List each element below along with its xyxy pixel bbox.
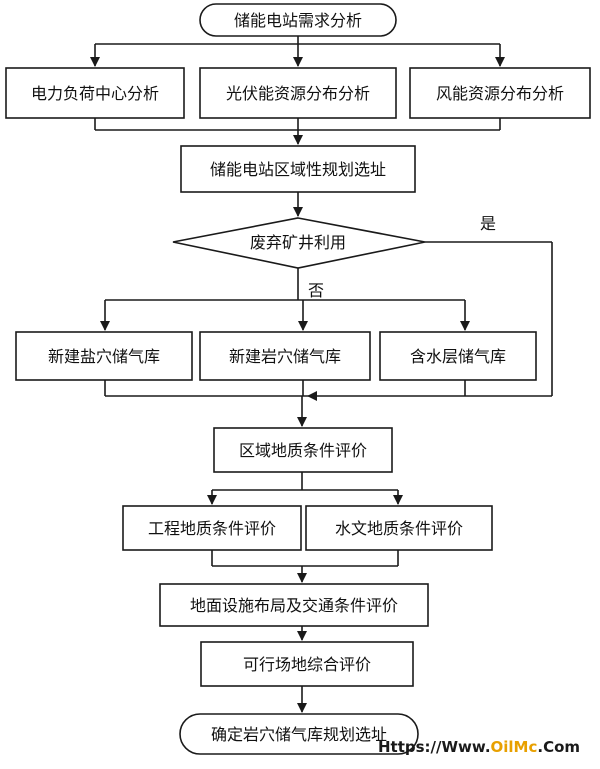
node-rock-cavern-label: 新建岩穴储气库 [229,347,341,366]
node-decision-mine: 废弃矿井利用 [172,217,426,269]
label-no: 否 [308,281,324,300]
node-load-analysis: 电力负荷中心分析 [5,67,185,119]
node-end-label: 确定岩穴储气库规划选址 [211,725,387,744]
node-site-evaluation-label: 可行场地综合评价 [243,655,371,674]
watermark: Https://Www.OilMc.Com [378,738,580,756]
watermark-suffix: .Com [537,738,580,756]
node-aquifer-storage: 含水层储气库 [379,331,537,381]
watermark-prefix: Https://Www. [378,738,491,756]
node-decision-mine-label: 废弃矿井利用 [250,233,346,252]
node-regional-siting: 储能电站区域性规划选址 [180,145,416,193]
node-engineering-geology-label: 工程地质条件评价 [148,519,276,538]
node-end: 确定岩穴储气库规划选址 [179,713,419,755]
node-facility-layout-label: 地面设施布局及交通条件评价 [190,596,398,615]
node-regional-geology-label: 区域地质条件评价 [239,441,367,460]
connectors [90,34,553,713]
node-pv-analysis-label: 光伏能资源分布分析 [226,84,370,103]
node-wind-analysis: 风能资源分布分析 [409,67,591,119]
node-salt-cavern: 新建盐穴储气库 [15,331,193,381]
watermark-brand: OilMc [491,738,538,756]
node-pv-analysis: 光伏能资源分布分析 [199,67,397,119]
node-facility-layout: 地面设施布局及交通条件评价 [159,583,429,627]
node-load-analysis-label: 电力负荷中心分析 [31,84,159,103]
node-hydro-geology-label: 水文地质条件评价 [335,519,463,538]
node-wind-analysis-label: 风能资源分布分析 [436,84,564,103]
node-start-label: 储能电站需求分析 [234,11,362,30]
node-salt-cavern-label: 新建盐穴储气库 [48,347,160,366]
node-engineering-geology: 工程地质条件评价 [122,505,302,551]
node-rock-cavern: 新建岩穴储气库 [199,331,371,381]
node-regional-siting-label: 储能电站区域性规划选址 [210,160,386,179]
node-hydro-geology: 水文地质条件评价 [305,505,493,551]
node-regional-geology: 区域地质条件评价 [213,427,393,473]
node-aquifer-storage-label: 含水层储气库 [410,347,506,366]
node-site-evaluation: 可行场地综合评价 [200,641,414,687]
node-start: 储能电站需求分析 [199,3,397,37]
label-yes: 是 [480,214,496,233]
